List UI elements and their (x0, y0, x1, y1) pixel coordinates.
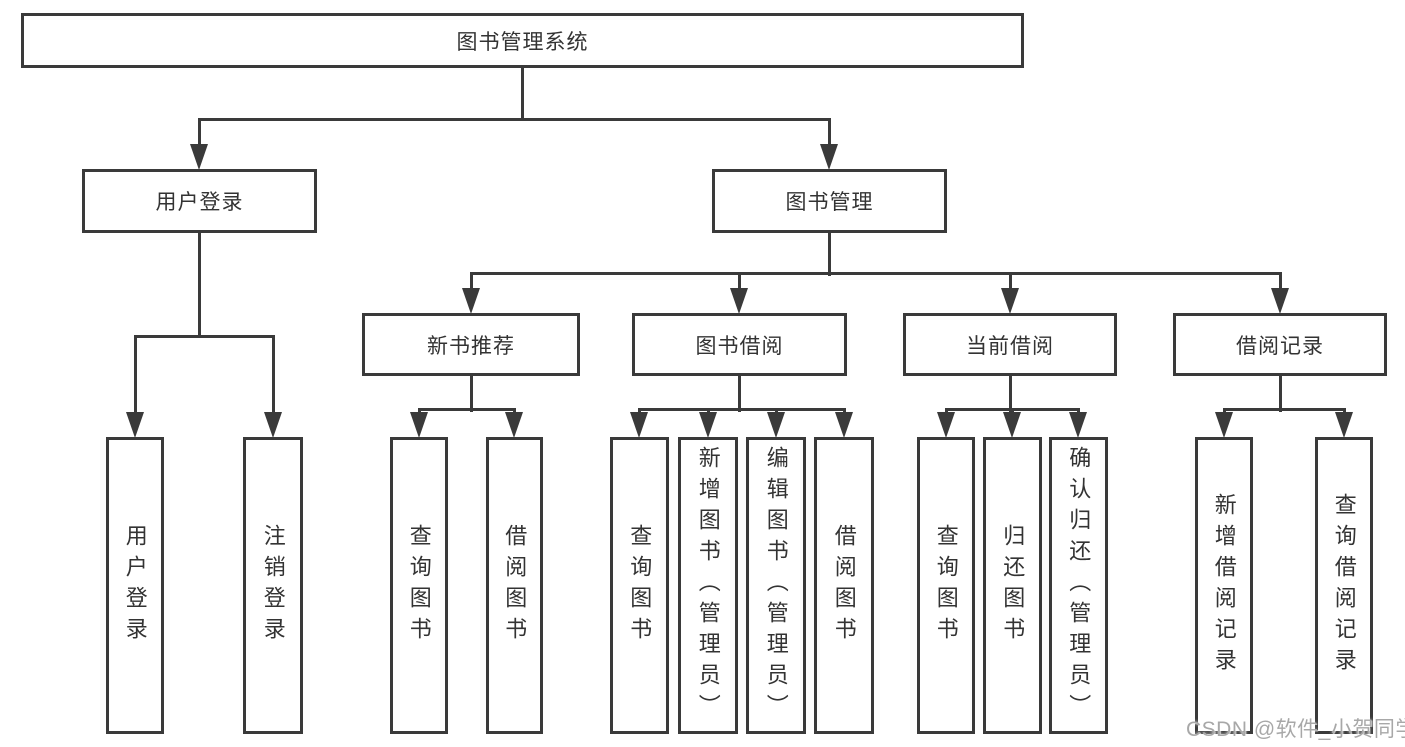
leaf-label: 新增借阅记录 (1211, 492, 1237, 679)
connector-vline (470, 272, 473, 295)
connector-vline (198, 118, 201, 150)
arrow-down-icon (699, 412, 717, 438)
csdn-watermark: CSDN @软件_小贺同学 (1186, 718, 1405, 741)
connector-vline (521, 66, 524, 121)
connector-hline (418, 408, 516, 411)
connector-hline (198, 118, 831, 121)
connector-vline (1279, 272, 1282, 295)
connector-hline (945, 408, 1080, 411)
leaf-logout: 注销登录 (243, 437, 303, 734)
node-label: 图书借阅 (695, 334, 784, 358)
arrow-down-icon (835, 412, 853, 438)
node-label: 用户登录 (155, 191, 244, 214)
leaf-label: 编辑图书（管理员） (763, 446, 789, 725)
leaf-borrow-books-recommend: 借阅图书 (486, 437, 543, 734)
leaf-label: 查询图书 (933, 523, 959, 648)
node-label: 图书管理 (785, 191, 874, 214)
arrow-down-icon (820, 144, 838, 170)
leaf-edit-books-admin: 编辑图书（管理员） (746, 437, 806, 734)
connector-vline (470, 375, 473, 412)
arrow-down-icon (1003, 412, 1021, 438)
leaf-query-borrow-record: 查询借阅记录 (1315, 437, 1373, 734)
leaf-user-login: 用户登录 (106, 437, 164, 734)
connector-hline (470, 272, 1282, 275)
arrow-down-icon (264, 412, 282, 438)
leaf-label: 借阅图书 (831, 523, 857, 648)
node-current-borrow: 当前借阅 (903, 313, 1117, 376)
connector-vline (738, 375, 741, 412)
connector-vline (1279, 375, 1282, 412)
arrow-down-icon (630, 412, 648, 438)
leaf-return-books: 归还图书 (983, 437, 1042, 734)
node-book-borrow: 图书借阅 (632, 313, 847, 376)
connector-vline (1009, 375, 1012, 412)
node-label: 新书推荐 (427, 334, 515, 358)
arrow-down-icon (1001, 288, 1019, 314)
leaf-label: 归还图书 (1000, 523, 1026, 648)
leaf-query-books-recommend: 查询图书 (390, 437, 448, 734)
node-new-book-recommend: 新书推荐 (362, 313, 580, 376)
leaf-label: 查询借阅记录 (1331, 492, 1357, 679)
arrow-down-icon (937, 412, 955, 438)
node-label: 当前借阅 (966, 334, 1054, 358)
leaf-label: 新增图书（管理员） (695, 446, 721, 725)
connector-vline (738, 272, 741, 295)
leaf-query-books-current: 查询图书 (917, 437, 975, 734)
leaf-query-books-borrow: 查询图书 (610, 437, 669, 734)
arrow-down-icon (1335, 412, 1353, 438)
leaf-label: 查询图书 (627, 523, 653, 648)
arrow-down-icon (190, 144, 208, 170)
connector-vline (828, 118, 831, 150)
node-label: 图书管理系统 (456, 30, 589, 54)
leaf-confirm-return-admin: 确认归还（管理员） (1049, 437, 1108, 734)
arrow-down-icon (1215, 412, 1233, 438)
connector-vline (828, 233, 831, 276)
arrow-down-icon (126, 412, 144, 438)
connector-vline (198, 233, 201, 338)
leaf-add-books-admin: 新增图书（管理员） (678, 437, 738, 734)
connector-vline (272, 335, 275, 418)
arrow-down-icon (410, 412, 428, 438)
node-user-login: 用户登录 (82, 169, 317, 233)
node-borrow-records: 借阅记录 (1173, 313, 1387, 376)
arrow-down-icon (505, 412, 523, 438)
node-library-system: 图书管理系统 (21, 13, 1024, 68)
leaf-label: 查询图书 (406, 523, 432, 648)
connector-hline (1223, 408, 1346, 411)
connector-hline (638, 408, 846, 411)
leaf-borrow-books: 借阅图书 (814, 437, 874, 734)
arrow-down-icon (730, 288, 748, 314)
connector-hline (134, 335, 275, 338)
node-label: 借阅记录 (1236, 334, 1324, 358)
leaf-label: 确认归还（管理员） (1066, 446, 1092, 725)
arrow-down-icon (767, 412, 785, 438)
leaf-label: 注销登录 (260, 523, 286, 648)
arrow-down-icon (1271, 288, 1289, 314)
arrow-down-icon (462, 288, 480, 314)
arrow-down-icon (1069, 412, 1087, 438)
leaf-add-borrow-record: 新增借阅记录 (1195, 437, 1253, 734)
leaf-label: 借阅图书 (502, 523, 528, 648)
leaf-label: 用户登录 (122, 523, 148, 648)
node-book-management: 图书管理 (712, 169, 947, 233)
connector-vline (1009, 272, 1012, 295)
connector-vline (134, 335, 137, 418)
